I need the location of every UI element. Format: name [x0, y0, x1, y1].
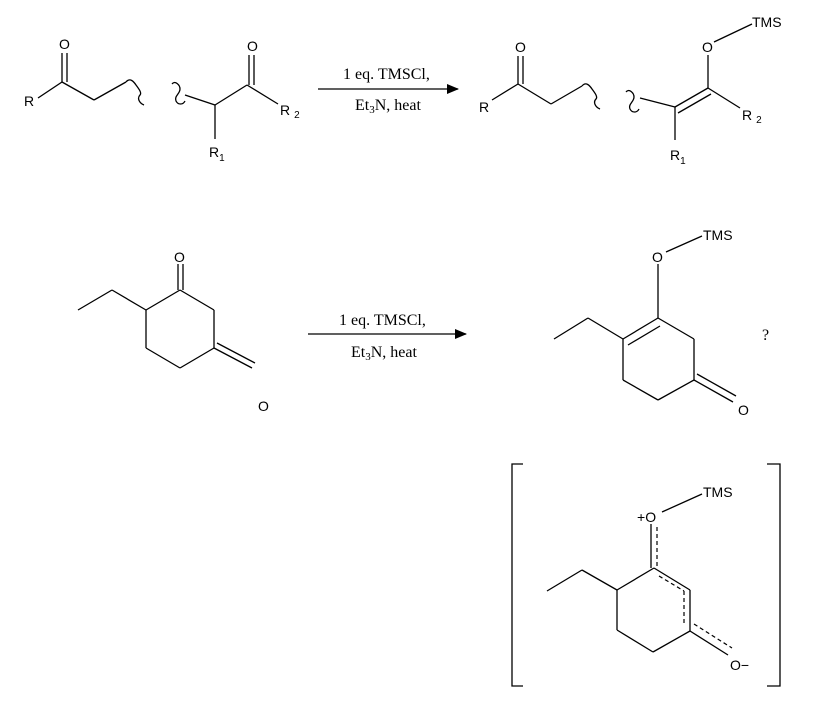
question-mark: ? [762, 327, 769, 344]
intermediate-tms-label: TMS [703, 484, 733, 500]
enol-ether-tms-label: TMS [703, 227, 733, 243]
enol-ether-oxygen-label: O [652, 249, 663, 265]
product-r1-label: R1 [670, 147, 686, 167]
left-bracket [511, 463, 523, 687]
dione-top-oxygen-label: O [174, 249, 185, 265]
product-ketone-oxygen-label: O [515, 39, 526, 55]
oxonium-oxygen-label: +O [637, 509, 656, 525]
row1-conditions-label: Et3N, heat [355, 97, 421, 116]
dione-right-oxygen-label: O [258, 398, 269, 414]
enolate-oxygen-label: O− [730, 657, 749, 673]
product-tms-label: TMS [752, 14, 782, 30]
product-r-label: R [479, 99, 489, 115]
product-enol-oxygen-label: O [702, 39, 713, 55]
row2-conditions-label: Et3N, heat [351, 344, 417, 363]
row2-product-silyl-enol-ether: O TMS O ? [553, 227, 769, 418]
ketone-oxygen-label: O [59, 36, 70, 52]
row2-arrow: 1 eq. TMSCl, Et3N, heat [308, 312, 467, 363]
right-bracket [767, 463, 781, 687]
enol-ether-ketone-oxygen-label: O [738, 402, 749, 418]
row1-arrow: 1 eq. TMSCl, Et3N, heat [318, 66, 459, 116]
row2-reagent-label: 1 eq. TMSCl, [339, 312, 426, 329]
row1-reagent-label: 1 eq. TMSCl, [343, 66, 430, 83]
r1-label: R1 [209, 144, 225, 164]
resonance-intermediate: +O TMS O− [511, 463, 781, 687]
alpha-ketone-oxygen-label: O [247, 38, 258, 54]
row2-reactant-dione: O O [77, 249, 269, 414]
r-label: R [24, 93, 34, 109]
